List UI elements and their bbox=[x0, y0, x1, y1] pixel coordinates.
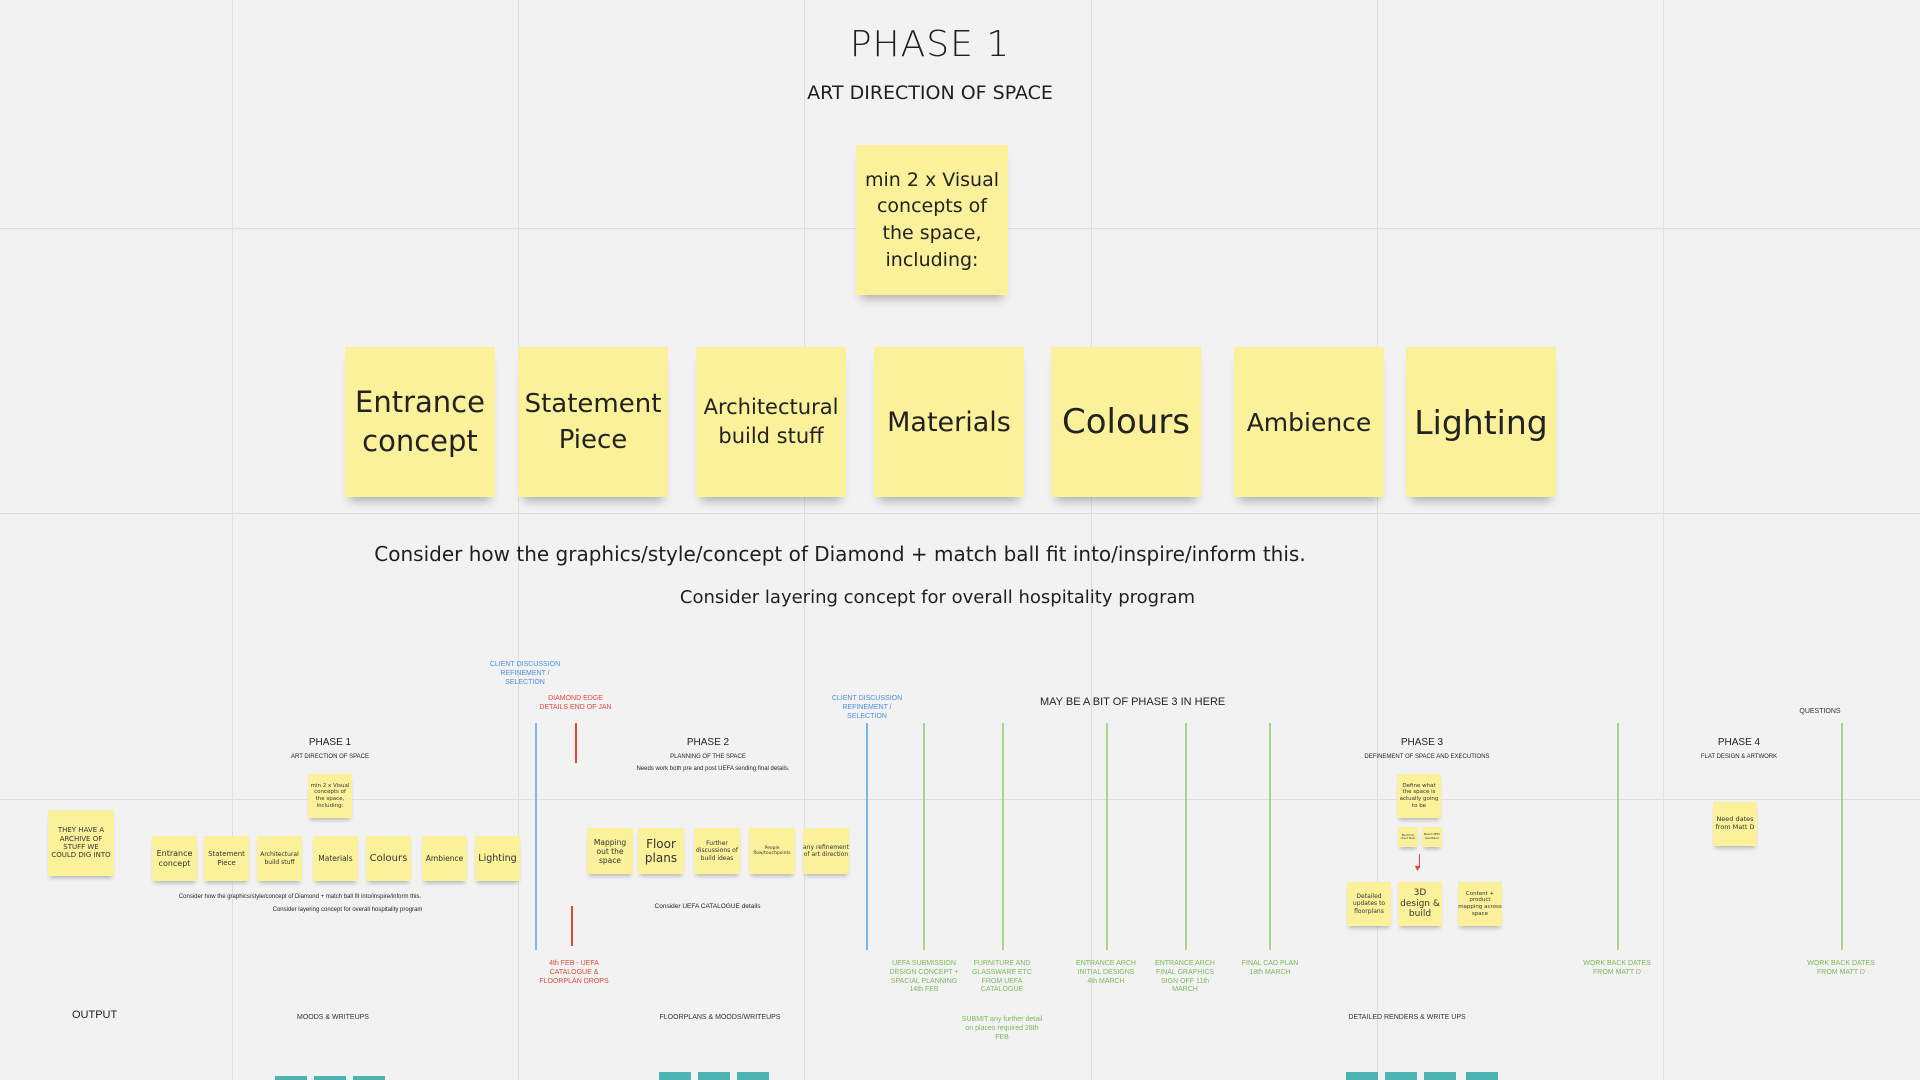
mini-sticky-entrance[interactable]: Entrance concept bbox=[152, 836, 197, 881]
mini-phase1-title: PHASE 1 bbox=[308, 737, 352, 748]
mini-visual-concepts-note[interactable]: min 2 x Visual concepts of the space, in… bbox=[308, 774, 352, 818]
mini-sticky-further-discussions[interactable]: Further discussions of build ideas bbox=[694, 828, 740, 874]
milestone-line-green bbox=[1185, 723, 1187, 950]
mini-sticky-materials[interactable]: Materials bbox=[313, 836, 358, 881]
milestone-line-blue bbox=[535, 723, 537, 950]
uefa-catalogue-label: 4th FEB - UEFA CATALOGUE & FLOORPLAN DRO… bbox=[539, 960, 609, 985]
sticky-entrance-concept[interactable]: Entrance concept bbox=[345, 347, 495, 497]
mini-sticky-floor-plans[interactable]: Floor plans bbox=[638, 828, 684, 874]
milestone-line-green bbox=[1617, 723, 1619, 950]
mini-sticky-statement[interactable]: Statement Piece bbox=[204, 836, 249, 881]
sticky-statement-piece[interactable]: Statement Piece bbox=[518, 347, 668, 497]
sticky-ambience[interactable]: Ambience bbox=[1234, 347, 1384, 497]
output-card[interactable] bbox=[275, 1076, 307, 1080]
output-renders-label: DETAILED RENDERS & WRITE UPS bbox=[1348, 1014, 1466, 1021]
mini-sticky-refinement[interactable]: any refinement of art direction bbox=[803, 828, 849, 874]
mini-sticky-people-flow[interactable]: People flow/touchpoints bbox=[749, 828, 795, 874]
visual-concepts-note[interactable]: min 2 x Visual concepts of the space, in… bbox=[856, 145, 1008, 295]
consider-layering-text: Consider layering concept for overall ho… bbox=[679, 587, 1196, 608]
mini-sticky-colours[interactable]: Colours bbox=[366, 836, 411, 881]
mini-sticky-lighting[interactable]: Lighting bbox=[475, 836, 520, 881]
milestone-line-blue bbox=[866, 723, 868, 950]
output-card[interactable] bbox=[1346, 1072, 1378, 1080]
work-back-label: WORK BACK DATES FROM MATT D bbox=[1583, 960, 1651, 976]
grid-line bbox=[0, 513, 1920, 514]
arrow-shaft bbox=[1419, 854, 1420, 868]
milestone-line-green bbox=[1841, 723, 1843, 950]
mini-consider-uefa: Consider UEFA CATALOGUE details bbox=[654, 903, 761, 910]
mini-phase3-subtitle: DEFINEMENT OF SPACE AND EXECUTIONS bbox=[1364, 754, 1490, 760]
sticky-materials[interactable]: Materials bbox=[874, 347, 1024, 497]
grid-line bbox=[1663, 0, 1664, 1080]
client-discussion-label: CLIENT DISCUSSION REFINEMENT / SELECTION bbox=[489, 661, 561, 686]
output-card[interactable] bbox=[737, 1072, 769, 1080]
phase1-subtitle: ART DIRECTION OF SPACE bbox=[807, 82, 1053, 104]
archive-note[interactable]: THEY HAVE A ARCHIVE OF STUFF WE COULD DI… bbox=[48, 810, 114, 876]
uefa-submission-label: UEFA SUBMISSION DESIGN CONCEPT + SPACIAL… bbox=[889, 960, 959, 994]
grid-line bbox=[518, 0, 519, 1080]
grid-line bbox=[0, 799, 1920, 800]
grid-line bbox=[1091, 0, 1092, 1080]
mini-define-space-note[interactable]: Define what the space is actually going … bbox=[1397, 774, 1441, 818]
output-card[interactable] bbox=[1466, 1072, 1498, 1080]
sticky-lighting[interactable]: Lighting bbox=[1406, 347, 1556, 497]
mini-phase2-note: Needs work both pre and post UEFA sendin… bbox=[636, 766, 790, 772]
mini-sticky-content-mapping[interactable]: Content + product mapping across space bbox=[1458, 882, 1502, 926]
mini-phase2-subtitle: PLANNING OF THE SPACE bbox=[670, 754, 746, 760]
mini-sticky-mapping[interactable]: Mapping out the space bbox=[587, 828, 633, 874]
mini-sticky-ambience[interactable]: Ambience bbox=[422, 836, 467, 881]
sticky-architectural-build[interactable]: Architectural build stuff bbox=[696, 347, 846, 497]
output-card[interactable] bbox=[698, 1072, 730, 1080]
client-discussion-label: CLIENT DISCUSSION REFINEMENT / SELECTION bbox=[831, 695, 903, 720]
mini-phase2-title: PHASE 2 bbox=[686, 737, 730, 748]
arrow-down-icon: ▼ bbox=[1413, 863, 1422, 873]
mini-phase4-title: PHASE 4 bbox=[1717, 737, 1761, 748]
mini-need-dates-note[interactable]: Need dates from Matt D bbox=[1713, 802, 1757, 846]
mini-brief-note[interactable]: Brief from Client Team bbox=[1398, 827, 1418, 847]
output-card[interactable] bbox=[1424, 1072, 1456, 1080]
furniture-label: FURNITURE AND GLASSWARE ETC FROM UEFA CA… bbox=[971, 960, 1033, 994]
output-floorplans-label: FLOORPLANS & MOODS/WRITEUPS bbox=[659, 1014, 781, 1021]
final-cad-label: FINAL CAD PLAN 18th MARCH bbox=[1241, 960, 1299, 976]
mini-uefa-feedback-note[interactable]: Need UEFA feedback bbox=[1422, 827, 1442, 847]
grid-line bbox=[1377, 0, 1378, 1080]
mini-phase4-subtitle: FLAT DESIGN & ARTWORK bbox=[1700, 754, 1778, 760]
milestone-line-green bbox=[1106, 723, 1108, 950]
mini-sticky-architectural[interactable]: Architectural build stuff bbox=[257, 836, 302, 881]
output-label: OUTPUT bbox=[72, 1009, 118, 1021]
maybe-phase3-label: MAY BE A BIT OF PHASE 3 IN HERE bbox=[1040, 696, 1226, 708]
mini-phase3-title: PHASE 3 bbox=[1400, 737, 1444, 748]
milestone-line-green bbox=[923, 723, 925, 950]
sticky-colours[interactable]: Colours bbox=[1051, 347, 1201, 497]
output-card[interactable] bbox=[659, 1072, 691, 1080]
mini-phase1-subtitle: ART DIRECTION OF SPACE bbox=[290, 754, 369, 760]
consider-graphics-text: Consider how the graphics/style/concept … bbox=[374, 542, 1306, 566]
output-card[interactable] bbox=[353, 1076, 385, 1080]
milestone-line-green bbox=[1269, 723, 1271, 950]
mini-sticky-3d-design[interactable]: 3D design & build bbox=[1398, 882, 1442, 926]
diamond-edge-label: DIAMOND EDGE DETAILS END OF JAN bbox=[539, 695, 612, 711]
work-back-label: WORK BACK DATES FROM MATT D bbox=[1807, 960, 1875, 976]
milestone-line-green bbox=[1002, 723, 1004, 950]
mini-consider-layering: Consider layering concept for overall ho… bbox=[272, 907, 423, 913]
mini-sticky-floorplan-updates[interactable]: Detailed updates to floorplans bbox=[1347, 882, 1391, 926]
grid-line bbox=[804, 0, 805, 1080]
milestone-line-red bbox=[571, 906, 573, 946]
output-moods-label: MOODS & WRITEUPS bbox=[297, 1014, 369, 1021]
milestone-line-red bbox=[575, 723, 577, 763]
questions-label: QUESTIONS bbox=[1799, 708, 1841, 715]
entrance-graphics-label: ENTRANCE ARCH FINAL GRAPHICS SIGN OFF 11… bbox=[1155, 960, 1215, 994]
mini-consider-graphics: Consider how the graphics/style/concept … bbox=[178, 894, 422, 900]
phase1-title: PHASE 1 bbox=[849, 24, 1011, 65]
grid-line bbox=[232, 0, 233, 1080]
output-card[interactable] bbox=[1385, 1072, 1417, 1080]
entrance-arch-label: ENTRANCE ARCH INITIAL DESIGNS 4th MARCH bbox=[1076, 960, 1136, 985]
submit-detail-label: SUBMIT any further detail on places requ… bbox=[961, 1016, 1043, 1041]
output-card[interactable] bbox=[314, 1076, 346, 1080]
